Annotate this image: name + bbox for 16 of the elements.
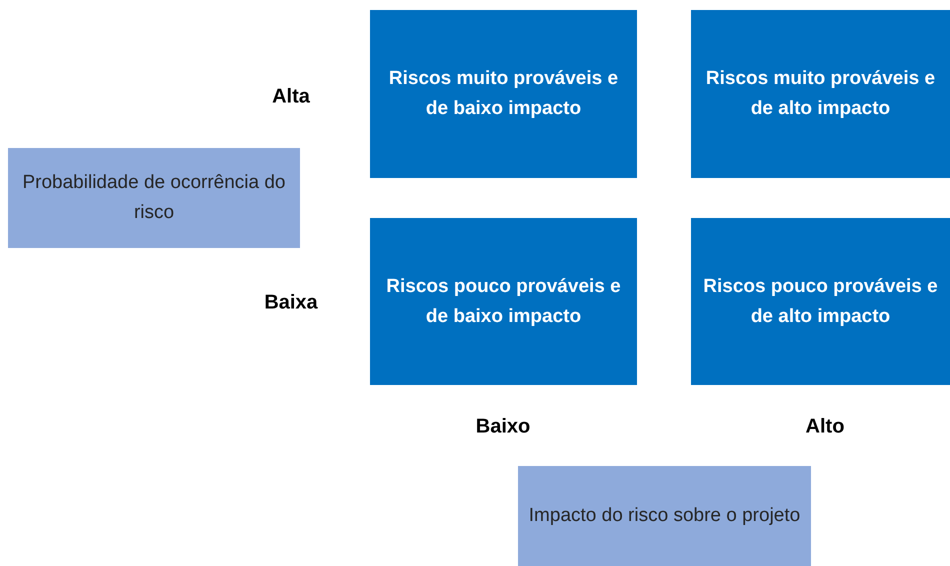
axis-title-box [518, 466, 811, 566]
axis-level-label: Baixa [264, 292, 318, 314]
box-text: Probabilidade de ocorrência do risco [21, 171, 286, 225]
risk-quadrant-box [691, 10, 950, 178]
box-text: Impacto do risco sobre o projeto [528, 504, 800, 528]
risk-quadrant-box [691, 218, 950, 385]
box-text: Riscos muito prováveis e de alto impacto [704, 67, 936, 121]
risk-quadrant-box [370, 218, 637, 385]
box-text: Riscos pouco prováveis e de alto impacto [702, 274, 939, 328]
axis-level-label: Alta [272, 86, 310, 108]
box-text: Riscos muito prováveis e de baixo impacto [388, 67, 620, 121]
axis-level-label: Alto [806, 416, 844, 438]
risk-quadrant-box [370, 10, 637, 178]
axis-level-label: Baixo [476, 416, 530, 438]
axis-title-box [8, 148, 300, 248]
box-text: Riscos pouco prováveis e de baixo impacto [385, 274, 622, 328]
